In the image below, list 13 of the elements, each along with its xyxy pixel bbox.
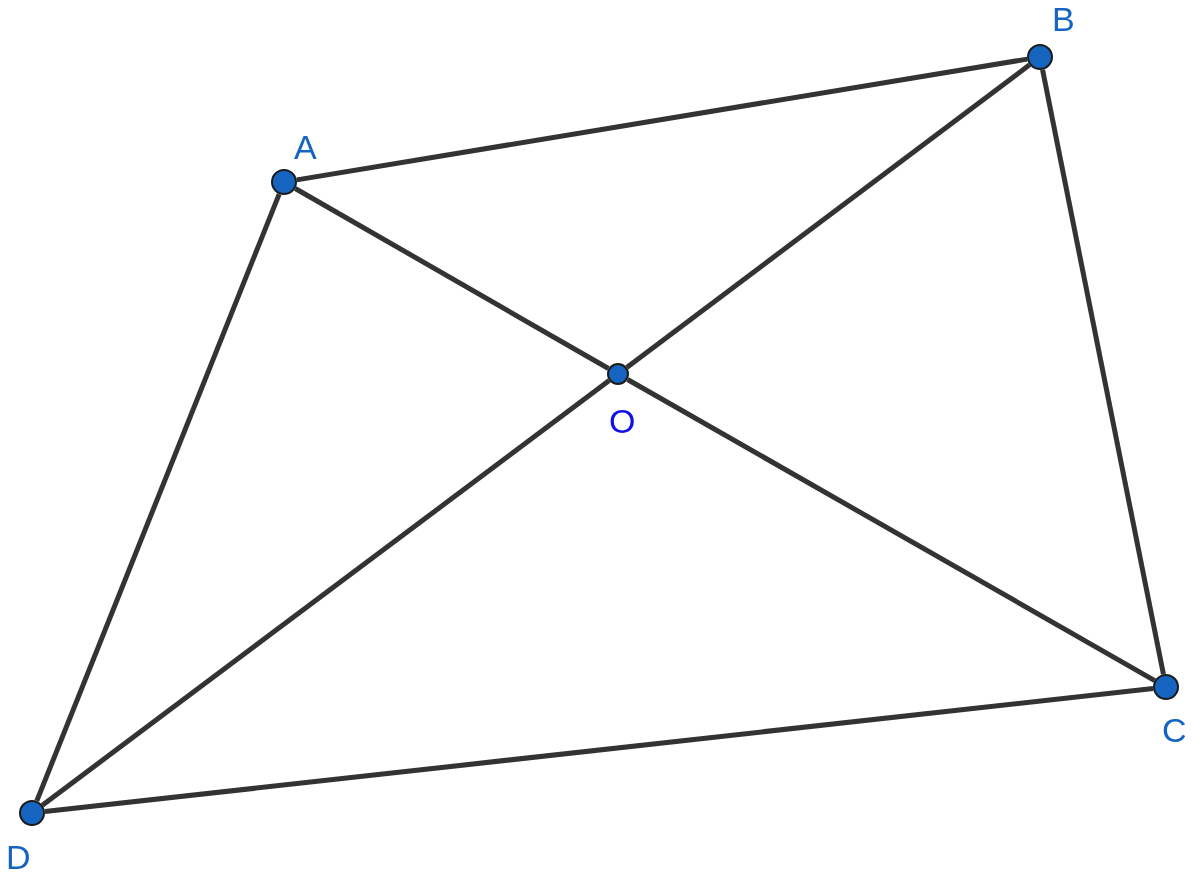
line-segment	[34, 193, 282, 802]
line-segment	[44, 685, 1154, 815]
line-segment	[625, 62, 1032, 370]
point-label: A	[294, 130, 317, 164]
line-segment	[296, 56, 1028, 183]
point-label: C	[1162, 713, 1187, 747]
line-segment	[294, 186, 610, 371]
point-label: B	[1052, 2, 1075, 36]
line-segment	[40, 378, 611, 808]
point-label: D	[6, 840, 31, 874]
point-label: O	[609, 404, 636, 438]
line-segment	[1040, 69, 1166, 675]
line-segment	[626, 377, 1156, 683]
